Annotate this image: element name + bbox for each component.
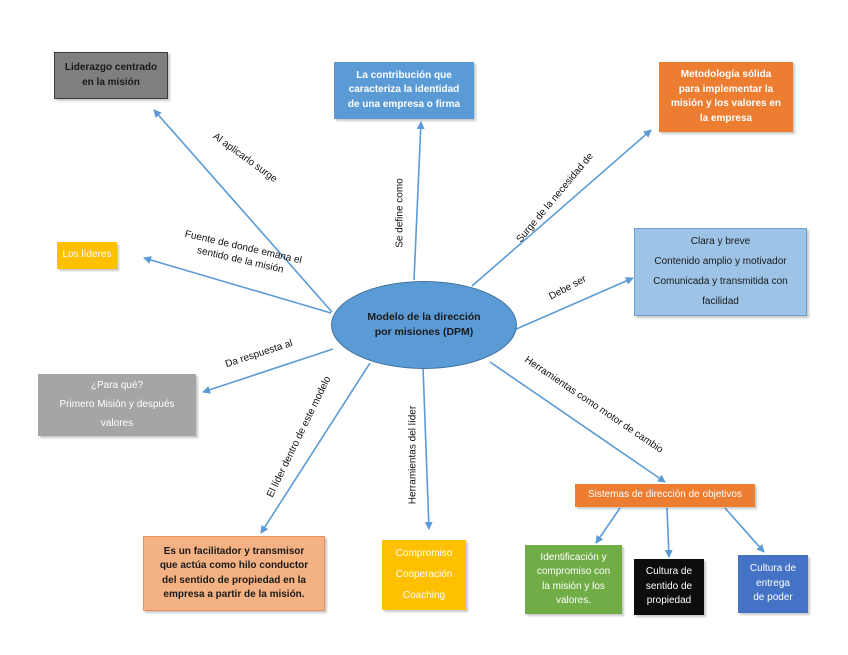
node-para-que: ¿Para qué? Primero Misión y después valore… [38,374,196,436]
node-identificacion-line-4: valores. [555,595,591,606]
arrow-to-contribucion [413,121,425,281]
arrow-to-sistemas [489,361,666,483]
node-cultura-propiedad: Cultura de sentido de propiedad [634,559,704,615]
arrow-to-debe-ser [513,277,634,331]
node-liderazgo-line-1: Liderazgo centrado [64,62,158,73]
node-metodologia-line-1: Metodología sólida [680,69,772,80]
node-cultura-poder: Cultura de entrega de poder [738,555,808,613]
node-lideres: Los líderes [57,242,117,269]
node-contribucion-line-2: caracteriza la identidad [348,84,460,96]
arrow-to-cultura-poder [724,507,765,553]
node-identificacion-line-1: Identificación y [540,551,607,563]
arrow-to-metodologia [471,129,652,287]
arrow-to-liderazgo [153,109,333,313]
node-liderazgo-line-2: en la misión [82,76,140,88]
node-para-que-line-3: valores [100,417,134,429]
node-liderazgo: Liderazgo centrado en la misión [54,52,168,99]
node-facilitador-line-1: Es un facilitador y transmisor [163,545,305,557]
node-contribucion: La contribución que caracteriza la identi… [334,62,474,119]
node-cultura-poder-line-1: Cultura de [749,563,797,575]
node-debe-ser-line-3: Comunicada y transmitida con [653,275,788,287]
central-node-line-2: por misiones (DPM) [374,326,474,338]
node-para-que-line-1: ¿Para qué? [90,379,144,391]
label-se-define-line-1: Se define como [394,178,406,248]
node-herramientas-lider-line-3: Coaching [402,589,446,601]
node-contribucion-line-1: La contribución que [356,69,452,81]
node-debe-ser-line-2: Contenido amplio y motivador [654,255,787,267]
node-facilitador-line-2: que actúa como hilo conductor [159,560,309,571]
node-facilitador-line-3: del sentido de propiedad en la [162,574,306,586]
node-metodologia-line-2: para implementar la [678,83,774,95]
node-cultura-poder-line-2: entrega [756,577,790,589]
label-se-define: Se define como [393,178,406,248]
arrow-to-facilitador [260,362,371,534]
node-herramientas-lider-line-2: Cooperación [395,568,453,580]
node-sistemas: Sistemas de dirección de objetivos [575,484,755,507]
label-herramientas-lider: Herramientas del líder [407,406,420,504]
node-cultura-poder-line-3: de poder [753,592,793,604]
node-cultura-propiedad-line-2: sentido de [645,580,693,592]
node-lideres-line-1: Los líderes [62,249,112,261]
node-cultura-propiedad-line-1: Cultura de [645,566,693,578]
arrow-to-herramientas-lider [422,366,433,530]
node-debe-ser-line-1: Clara y breve [690,235,751,247]
node-herramientas-lider-line-1: Compromiso [395,547,453,559]
node-metodologia-line-3: misión y los valores en [670,98,782,109]
arrow-to-cultura-propiedad [664,507,673,558]
arrow-to-identificacion [595,507,621,544]
node-metodologia: Metodología sólida para implementar la mis… [659,62,793,132]
node-identificacion: Identificación y compromiso con la misión … [525,545,622,614]
central-node: Modelo de la dirección por misiones (DPM… [331,281,517,369]
node-sistemas-line-1: Sistemas de dirección de objetivos [588,489,742,501]
node-para-que-line-2: Primero Misión y después [59,398,175,410]
node-facilitador-line-4: empresa a partir de la misión. [163,589,305,600]
central-node-line-1: Modelo de la dirección [367,310,481,323]
node-contribucion-line-3: de una empresa o firma [347,98,461,110]
node-debe-ser-line-4: facilidad [702,295,739,307]
node-facilitador: Es un facilitador y transmisor que actúa … [143,536,325,611]
label-herramientas-lider-line-1: Herramientas del líder [407,405,419,505]
node-identificacion-line-3: la misión y los [542,580,605,592]
arrow-to-para-que [202,348,334,394]
node-metodologia-line-4: la empresa [699,112,753,124]
node-identificacion-line-2: compromiso con [536,566,611,577]
node-cultura-propiedad-line-3: propiedad [646,595,692,607]
arrow-to-lideres [143,256,332,314]
